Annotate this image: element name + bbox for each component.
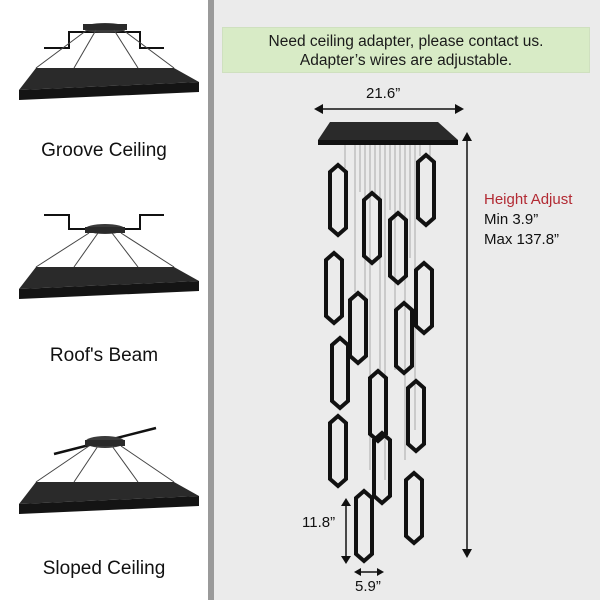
height-arrow [462,132,472,558]
groove-ceiling-caption: Groove Ceiling [41,140,167,161]
notice-line-2: Adapter’s wires are adjustable. [299,52,513,69]
height-adjust-block: Height Adjust Min 3.9” Max 137.8” [484,190,572,250]
pendant-width-label: 5.9” [355,578,381,595]
height-adjust-min: Min 3.9” [484,211,539,228]
adapter-notice: Need ceiling adapter, please contact us.… [222,27,590,73]
roof-beam-illustration [19,214,199,299]
chandelier-illustration [318,122,458,564]
height-adjust-title: Height Adjust [484,191,573,208]
pendant-height-label: 11.8” [302,514,336,531]
roof-beam-caption: Roof's Beam [49,345,159,366]
sloped-ceiling-illustration [19,426,199,514]
sloped-ceiling-caption: Sloped Ceiling [42,558,166,579]
width-label: 21.6” [366,85,401,102]
pendant-height-arrow [341,498,351,564]
groove-ceiling-illustration [19,23,199,100]
panel-divider [208,0,214,600]
pendant-width-arrow [354,568,384,576]
height-adjust-max: Max 137.8” [484,231,560,248]
mounting-options-panel: Groove Ceiling Roof's Beam Sloped Ceilin… [0,0,208,600]
width-arrow [314,104,464,114]
notice-line-1: Need ceiling adapter, please contact us. [268,33,544,50]
